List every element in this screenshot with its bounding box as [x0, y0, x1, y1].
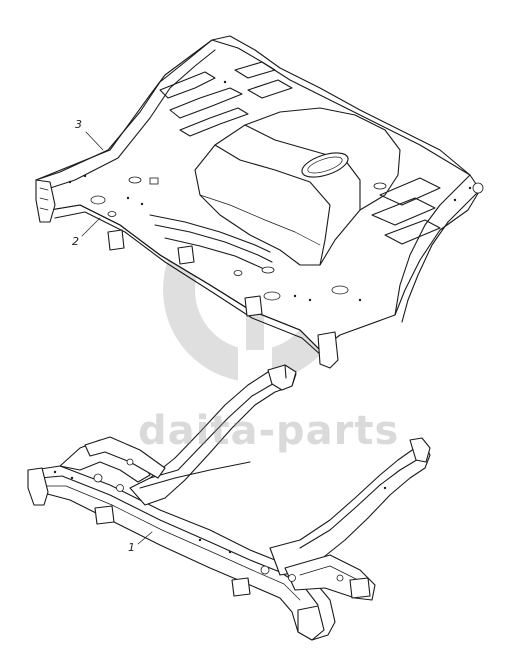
leader-lines	[81, 131, 153, 545]
callout-label-3: 3	[75, 118, 82, 131]
leader-line-2	[81, 217, 101, 237]
callout-label-2: 2	[72, 235, 79, 248]
leader-line-3	[85, 131, 104, 151]
callout-label-1: 1	[128, 541, 135, 554]
leader-line-1	[137, 531, 153, 545]
floor-panel	[35, 35, 484, 369]
watermark-text: daita-parts	[138, 408, 400, 454]
chassis-frame	[27, 364, 431, 641]
